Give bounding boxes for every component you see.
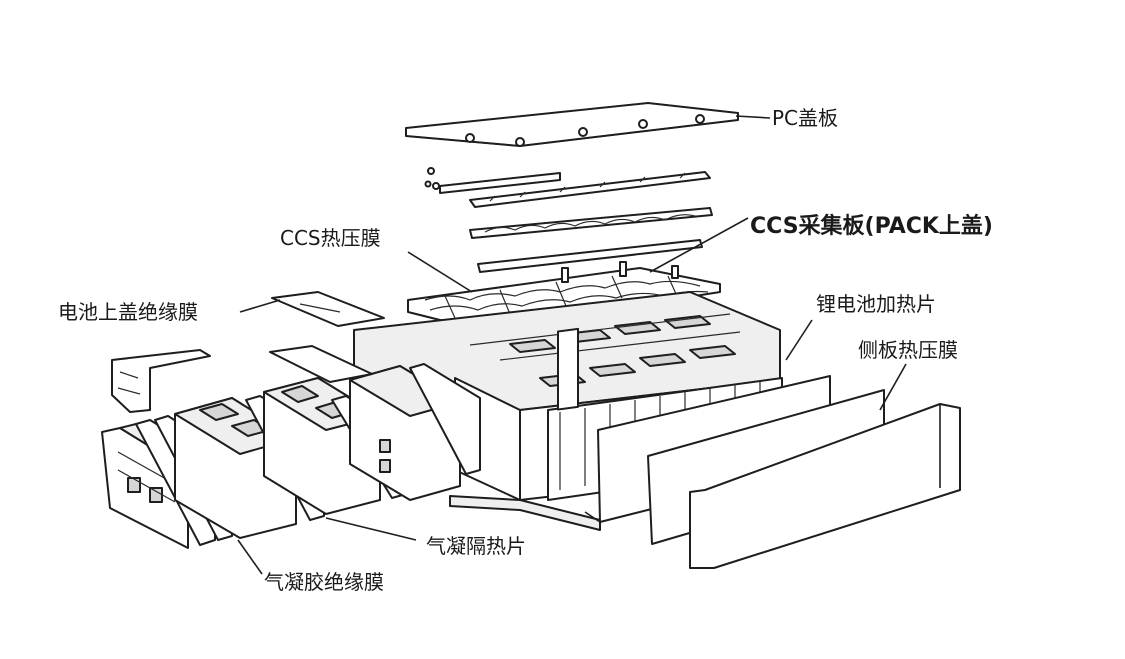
label-side-film: 侧板热压膜 [858, 338, 958, 362]
label-heating-film: 锂电池加热片 [816, 292, 936, 316]
label-cell-top-film: 电池上盖绝缘膜 [58, 300, 198, 324]
side-plates [584, 375, 961, 569]
label-ccs-board: CCS采集板(PACK上盖) [750, 214, 993, 239]
pc-cover-plate [405, 102, 739, 147]
label-pc-cover: PC盖板 [772, 106, 839, 130]
ccs-busbar-strips [424, 167, 713, 273]
cell-top-insulation-films [111, 291, 385, 413]
label-aerogel-film: 气凝胶绝缘膜 [264, 570, 384, 594]
cells-and-films-row [101, 363, 481, 549]
label-ccs-film: CCS热压膜 [280, 226, 381, 250]
leader-lines [237, 115, 907, 575]
label-aerogel-sheet: 气凝隔热片 [426, 534, 526, 558]
